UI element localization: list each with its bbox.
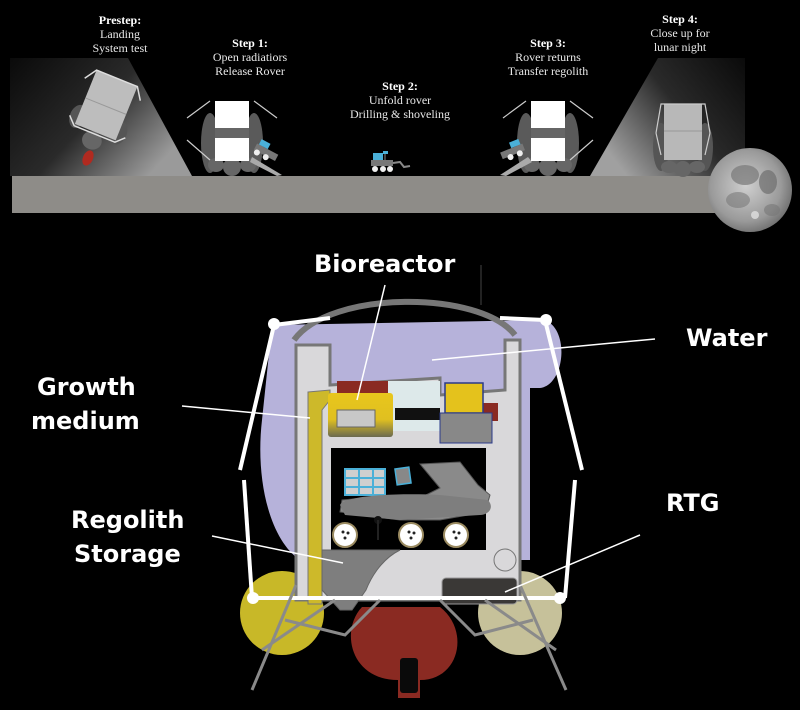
caption-prestep: Prestep: Landing System test [88, 13, 152, 55]
dome-shell [291, 298, 518, 342]
hinge-top-right [540, 314, 552, 326]
label-regolith-line1: Regolith [71, 506, 185, 534]
caption-line: Drilling & shoveling [350, 107, 450, 121]
hinge-bottom-right [554, 592, 566, 604]
label-growth-medium-line1: Growth [37, 373, 136, 401]
landing-legs [250, 584, 568, 691]
engine-flame [82, 150, 94, 166]
rover-icon-step2 [371, 151, 411, 172]
caption-title: Prestep: [98, 13, 142, 27]
caption-title: Step 1: [232, 36, 268, 50]
caption-step1: Step 1: Open radiatiors Release Rover [200, 36, 300, 78]
leader-growth-medium [181, 405, 311, 419]
caption-line: Unfold rover [368, 93, 432, 107]
leader-bioreactor [356, 284, 386, 401]
gray-block [439, 412, 493, 444]
rover-icon-step1 [253, 139, 279, 161]
lander-icon-step3 [500, 100, 594, 176]
rover-wheels [332, 522, 469, 548]
engine-nozzle [350, 607, 458, 698]
rtg-port [493, 548, 517, 572]
lunar-surface [12, 176, 732, 213]
lander-icon-step1 [186, 100, 282, 176]
panel-lightblue [388, 381, 440, 431]
caption-line: Open radiatiors [212, 50, 288, 64]
caption-step2: Step 2: Unfold rover Drilling & shovelin… [335, 79, 465, 121]
regolith-storage [321, 549, 401, 611]
leader-lines [181, 284, 656, 593]
caption-title: Step 3: [530, 36, 566, 50]
label-water: Water [686, 324, 768, 352]
caption-step3: Step 3: Rover returns Transfer regolith [498, 36, 598, 78]
caption-line: Rover returns [515, 50, 581, 64]
radiator-struts [238, 316, 584, 599]
caption-title: Step 2: [382, 79, 418, 93]
caption-line: lunar night [653, 40, 707, 54]
label-bioreactor: Bioreactor [314, 250, 456, 278]
hinge-top-left [268, 318, 280, 330]
leader-water [431, 338, 656, 361]
caption-line: Close up for [650, 26, 710, 40]
solar-panel-icon [344, 468, 386, 496]
caption-title: Step 4: [662, 12, 698, 26]
caption-line: Landing [100, 27, 140, 41]
caption-line: Release Rover [215, 64, 285, 78]
label-regolith-line2: Storage [74, 540, 181, 568]
bioreactor-window [336, 409, 376, 428]
pipe-black [395, 408, 440, 420]
moon-icon [708, 148, 792, 232]
growth-medium-column [307, 389, 331, 605]
label-rtg: RTG [666, 489, 720, 517]
engine-throat [400, 658, 418, 693]
caption-step4: Step 4: Close up for lunar night [640, 12, 720, 54]
rover-icon-step3 [500, 138, 525, 161]
leader-rtg [504, 534, 641, 593]
lander-icon-step4 [653, 103, 713, 177]
caption-line: Transfer regolith [507, 64, 589, 78]
leader-regolith [211, 535, 344, 564]
yellow-cushion [444, 382, 484, 414]
lander-icon-prestep [69, 69, 142, 150]
rover-icon-stowed [339, 461, 491, 540]
label-growth-medium-line2: medium [31, 407, 140, 435]
hinge-bottom-left [247, 592, 259, 604]
caption-line: System test [92, 41, 148, 55]
